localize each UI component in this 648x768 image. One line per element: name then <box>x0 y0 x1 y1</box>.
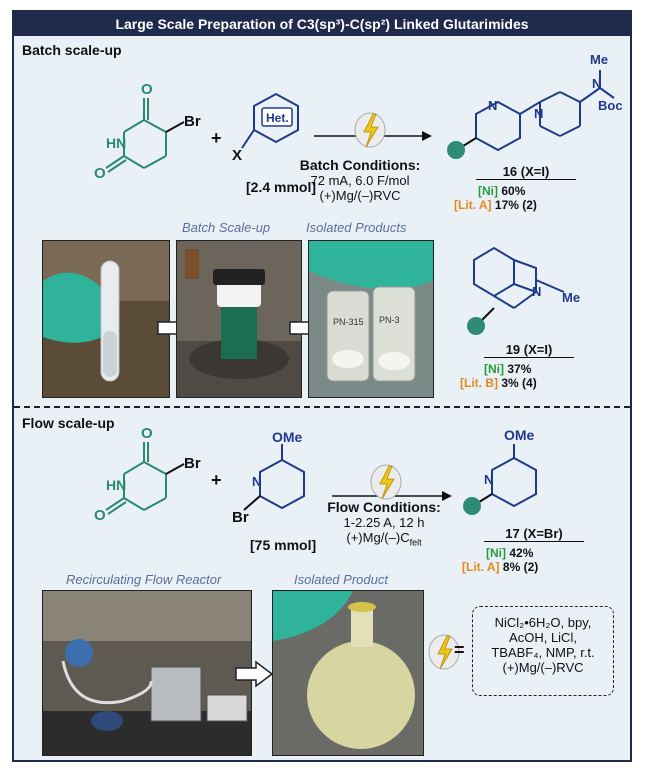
photo-isolated-product <box>272 590 424 756</box>
figure-title: Large Scale Preparation of C3(sp³)-C(sp²… <box>14 12 630 36</box>
batch-conditions-line1: 72 mA, 6.0 F/mol <box>310 173 410 188</box>
legend-line2: AcOH, LiCl, <box>509 630 577 645</box>
het-label: Het. <box>266 111 289 125</box>
product-16-lit-yield: 17% (2) <box>494 198 537 212</box>
teal-dot-19 <box>467 317 485 335</box>
photo-vials-drawing: PN-315 PN-3 <box>309 241 433 397</box>
flow-conditions-title: Flow Conditions: <box>327 499 441 515</box>
legend-lightning-icon <box>437 635 453 670</box>
me-label-16: Me <box>590 52 608 67</box>
caption-flow-reactor: Recirculating Flow Reactor <box>66 572 222 587</box>
x-label: X <box>232 147 242 164</box>
flow-conditions-sub: felt <box>409 537 422 548</box>
legend-lightning <box>428 634 460 670</box>
lightning-icon <box>363 113 379 148</box>
flow-hn-label: HN <box>106 477 126 493</box>
photo-batch-drawing <box>177 241 301 397</box>
flow-plus-sign: + <box>211 470 222 490</box>
product-16-results: [Ni] 60% [Lit. A] 17% (2) <box>454 184 537 212</box>
piperidine-n: N <box>534 106 543 121</box>
product-19-ni-tag: [Ni] <box>484 362 504 376</box>
flow-carbonyl-o-bottom: O <box>94 507 106 524</box>
flow-conditions: Flow Conditions: 1-2.25 A, 12 h (+)Mg/(–… <box>304 500 464 551</box>
product-17-pyridine-n: N <box>484 472 493 487</box>
boc-label: Boc <box>598 98 623 113</box>
batch-reagent-amount: [2.4 mmol] <box>246 179 316 195</box>
flow-conditions-line2: (+)Mg/(–)C <box>346 530 410 545</box>
arrow-photo-3 <box>235 660 274 688</box>
carbonyl-o-top: O <box>141 81 153 98</box>
me-label-19: Me <box>562 290 580 305</box>
product-16-lit-tag: [Lit. A] <box>454 198 492 212</box>
flow-scheme: O O HN Br + OMe N Br [75 mmol] OMe N <box>94 425 537 553</box>
photo-flask-drawing <box>273 591 423 755</box>
product-19-ni-yield: 37% <box>507 362 532 376</box>
product-19-lit-tag: [Lit. B] <box>460 376 498 390</box>
aryl-halide-structure <box>241 92 299 149</box>
carbonyl-o-bottom: O <box>94 165 106 182</box>
batch-conditions-line2: (+)Mg/(–)RVC <box>319 188 401 203</box>
indole-n: N <box>532 284 541 299</box>
caption-isolated-products: Isolated Products <box>306 220 407 235</box>
ome-label-product: OMe <box>504 427 535 443</box>
product-17-ni-yield: 42% <box>509 546 534 560</box>
product-17-results: [Ni] 42% [Lit. A] 8% (2) <box>462 546 538 574</box>
legend-line1: NiCl₂•6H₂O, bpy, <box>494 615 592 630</box>
teal-dot-16 <box>447 141 465 159</box>
legend-equals: = <box>454 640 465 660</box>
legend-line3: TBABF₄, NMP, r.t. <box>491 645 595 660</box>
photo-reaction-tube <box>42 240 170 398</box>
vial-label-1: PN-315 <box>333 317 364 327</box>
photo-reactor-drawing <box>43 591 251 755</box>
flow-reagent-amount: [75 mmol] <box>250 537 316 553</box>
product-19-structure: N Me <box>467 246 580 335</box>
flow-carbonyl-o-top: O <box>141 425 153 442</box>
product-19-results: [Ni] 37% [Lit. B] 3% (4) <box>460 362 537 390</box>
product-16-ni-tag: [Ni] <box>478 184 498 198</box>
hn-label: HN <box>106 135 126 151</box>
batch-conditions-title: Batch Conditions: <box>299 157 421 173</box>
product-17-lit-tag: [Lit. A] <box>462 560 500 574</box>
product-17-lit-yield: 8% (2) <box>502 560 539 574</box>
reagent-br-label: Br <box>232 509 249 526</box>
flow-br-label: Br <box>184 455 201 472</box>
photo-isolated-products: PN-315 PN-3 <box>308 240 434 398</box>
product-19-lit-yield: 3% (4) <box>501 376 537 390</box>
vial-label-2: PN-3 <box>379 315 400 325</box>
legend-line4: (+)Mg/(–)RVC <box>502 660 584 675</box>
product-16-ni-yield: 60% <box>501 184 526 198</box>
bromomethoxypyridine-structure <box>259 444 305 510</box>
bromoglutarimide-structure <box>105 98 167 173</box>
product-16-label: 16 (X=I) <box>476 164 576 180</box>
plus-sign: + <box>211 128 222 148</box>
pyridine-n-16: N <box>488 98 497 113</box>
product-17-ni-tag: [Ni] <box>486 546 506 560</box>
flow-bromoglutarimide-structure <box>105 442 167 515</box>
photo-flow-reactor <box>42 590 252 756</box>
conditions-legend: NiCl₂•6H₂O, bpy, AcOH, LiCl, TBABF₄, NMP… <box>472 606 614 696</box>
product-19-label: 19 (X=I) <box>484 342 574 358</box>
br-label: Br <box>184 113 201 130</box>
photo-tube-drawing <box>43 241 169 397</box>
teal-dot-17 <box>463 497 481 515</box>
product-17-structure <box>491 444 537 508</box>
flow-conditions-line1: 1-2.25 A, 12 h <box>343 515 425 530</box>
batch-section-label: Batch scale-up <box>22 42 122 58</box>
section-divider <box>14 406 630 408</box>
reagent-pyridine-n: N <box>252 474 261 489</box>
batch-scheme: O O HN Br + Het. X [2.4 mmol] <box>94 52 623 195</box>
flow-lightning-icon <box>379 465 395 500</box>
caption-isolated-product: Isolated Product <box>294 572 388 587</box>
photo-batch-setup <box>176 240 302 398</box>
product-17-label: 17 (X=Br) <box>484 526 584 542</box>
caption-batch-scaleup: Batch Scale-up <box>182 220 271 235</box>
boc-n: N <box>592 76 601 91</box>
batch-conditions: Batch Conditions: 72 mA, 6.0 F/mol (+)Mg… <box>282 157 438 204</box>
ome-label-reagent: OMe <box>272 429 303 445</box>
flow-section-label: Flow scale-up <box>22 415 115 431</box>
figure-panel: Large Scale Preparation of C3(sp³)-C(sp²… <box>12 10 632 762</box>
